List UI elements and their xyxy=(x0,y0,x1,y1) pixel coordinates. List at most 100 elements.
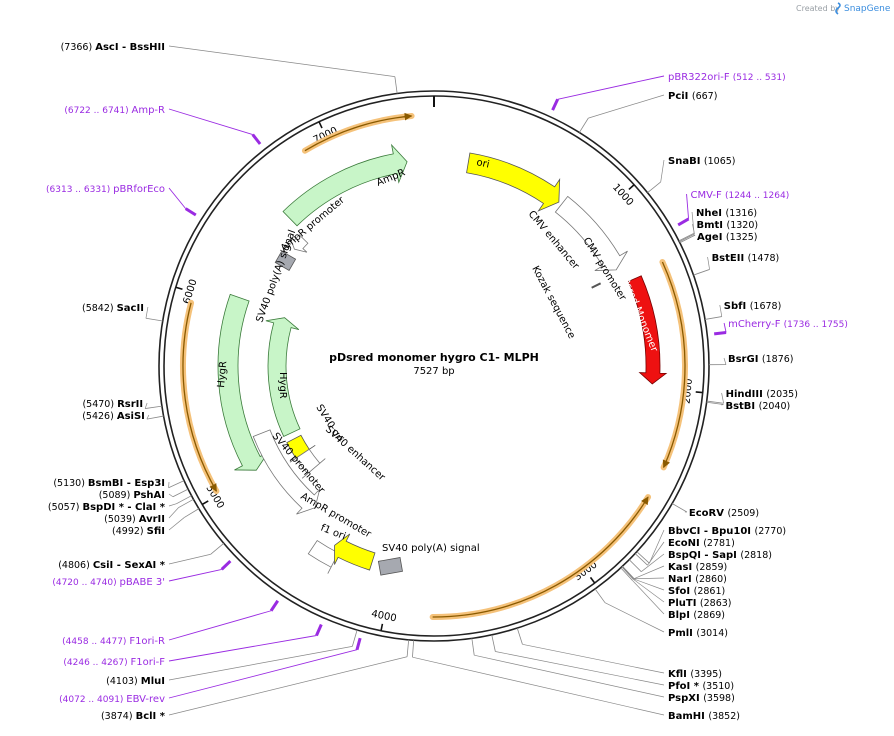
restriction-site[interactable]: PspXI (3598) xyxy=(471,638,735,704)
site-position: (1065) xyxy=(704,156,736,167)
primer-binding-site[interactable]: (4246 .. 4267) F1ori-F xyxy=(63,623,323,668)
sv40-promoter-feature[interactable] xyxy=(252,429,321,515)
restriction-site[interactable]: (5130) BsmBI - Esp3I xyxy=(53,478,185,489)
site-label: SbfI (1678) xyxy=(724,301,782,312)
restriction-site[interactable]: (3874) BclI * xyxy=(101,639,410,722)
sv40-ori-feature[interactable] xyxy=(286,434,316,463)
restriction-site[interactable]: BstEII (1478) xyxy=(693,253,780,276)
site-name: BamHI xyxy=(668,711,708,722)
primer-range: (512 .. 531) xyxy=(733,73,786,83)
restriction-site[interactable]: (5089) PshAI xyxy=(99,488,189,501)
restriction-site[interactable]: SnaBI (1065) xyxy=(647,156,736,194)
site-name: KasI xyxy=(668,562,696,573)
restriction-site[interactable]: BsrGI (1876) xyxy=(708,354,794,366)
site-name: KflI xyxy=(668,669,690,680)
kozak-feature[interactable] xyxy=(591,282,602,289)
site-name: PluTI xyxy=(668,598,700,609)
snapgene-credit: Created by SnapGene xyxy=(796,2,891,15)
site-position: (1478) xyxy=(748,253,780,264)
site-position: (2770) xyxy=(755,526,787,537)
restriction-site[interactable]: (4103) MluI xyxy=(106,629,358,687)
restriction-site[interactable]: BlpI (2869) xyxy=(620,567,725,621)
restriction-site[interactable]: BspQI - SapI (2818) xyxy=(628,550,772,572)
restriction-site[interactable]: SfoI (2861) xyxy=(621,566,725,597)
primer-binding-site[interactable]: mCherry-F (1736 .. 1755) xyxy=(713,319,848,336)
hygr-outer-feature[interactable] xyxy=(217,293,269,471)
site-position: (3598) xyxy=(703,693,735,704)
primer-binding-site[interactable]: (6313 .. 6331) pBRforEco xyxy=(46,184,197,217)
site-label: (5470) RsrII xyxy=(82,399,143,410)
sv40-polya-feature-bottom[interactable] xyxy=(377,557,403,576)
restriction-site[interactable]: (5426) AsiSI xyxy=(82,411,164,422)
restriction-site[interactable]: (7366) AscI - BssHII xyxy=(61,42,398,94)
restriction-site[interactable]: KflI (3395) xyxy=(516,627,722,680)
restriction-site[interactable]: PmlI (3014) xyxy=(594,588,728,639)
site-label: SfoI (2861) xyxy=(668,586,725,597)
ampr-feature[interactable] xyxy=(282,143,408,227)
f1-ori-feature[interactable] xyxy=(334,533,376,571)
restriction-site[interactable]: PfoI * (3510) xyxy=(491,634,734,692)
plasmid-title: pDsred monomer hygro C1- MLPH 7527 bp xyxy=(329,351,539,377)
site-label: PfoI * (3510) xyxy=(668,681,734,692)
restriction-site[interactable]: BbvCI - Bpu10I (2770) xyxy=(636,526,787,564)
restriction-site[interactable]: BmtI (1320) xyxy=(679,220,759,243)
site-position: (2040) xyxy=(759,401,791,412)
site-position: (1320) xyxy=(727,220,759,231)
restriction-site[interactable]: SbfI (1678) xyxy=(704,301,782,320)
site-position: (5842) xyxy=(82,303,117,314)
restriction-site[interactable]: (4992) SfiI xyxy=(112,508,200,537)
restriction-site[interactable]: BamHI (3852) xyxy=(412,640,740,722)
scale-tick xyxy=(628,184,635,191)
site-label: (4103) MluI xyxy=(106,676,165,687)
site-name: PmlI xyxy=(668,628,696,639)
site-name: PciI xyxy=(668,91,692,102)
primer-binding-site[interactable]: (6722 .. 6741) Amp-R xyxy=(64,105,262,145)
primer-label: pBR322ori-F (512 .. 531) xyxy=(668,72,786,83)
primer-binding-site[interactable]: (4458 .. 4477) F1ori-R xyxy=(62,599,280,647)
restriction-site[interactable]: (5039) AvrII xyxy=(104,498,194,525)
restriction-site[interactable]: (5842) SacII xyxy=(82,303,163,322)
restriction-site[interactable]: EcoRV (2509) xyxy=(671,503,759,520)
primer-binding-site[interactable]: (4720 .. 4740) pBABE 3' xyxy=(52,560,232,588)
site-position: (4806) xyxy=(58,560,93,571)
snapgene-logo-icon xyxy=(835,2,841,15)
primer-binding-site[interactable]: pBR322ori-F (512 .. 531) xyxy=(551,72,786,111)
primer-name: pBR322ori-F xyxy=(668,72,733,83)
primer-binding-site[interactable]: (4072 .. 4091) EBV-rev xyxy=(59,637,362,705)
plasmid-length: 7527 bp xyxy=(413,366,454,377)
restriction-site[interactable]: PciI (667) xyxy=(578,91,718,133)
site-name: SacII xyxy=(117,303,144,314)
primer-label: (4246 .. 4267) F1ori-F xyxy=(63,657,165,668)
ampr-promoter-feature-top[interactable] xyxy=(289,234,309,253)
restriction-site[interactable]: EcoNI (2781) xyxy=(634,538,735,566)
site-label: (7366) AscI - BssHII xyxy=(61,42,165,53)
sv40-polya-feature-top[interactable] xyxy=(274,250,297,271)
restriction-site[interactable]: (4806) CsiI - SexAI * xyxy=(58,542,225,571)
restriction-site[interactable]: (5057) BspDI * - ClaI * xyxy=(48,495,192,513)
hygr-inner-feature[interactable] xyxy=(265,317,301,438)
cmv-enhancer-feature[interactable] xyxy=(554,195,628,271)
restriction-site[interactable]: (5470) RsrII xyxy=(82,399,162,410)
restriction-site[interactable]: BstBI (2040) xyxy=(706,401,791,412)
sv40-enhancer-feature[interactable] xyxy=(295,448,326,479)
site-label: (4806) CsiI - SexAI * xyxy=(58,560,166,571)
primer-label: (4072 .. 4091) EBV-rev xyxy=(59,694,165,705)
restriction-site[interactable]: HindIII (2035) xyxy=(706,389,798,404)
dsred-feature[interactable] xyxy=(627,275,668,385)
primer-mark xyxy=(713,331,727,336)
ori-feature[interactable] xyxy=(466,152,561,212)
site-position: (5089) xyxy=(99,490,134,501)
scale-tick xyxy=(318,121,323,129)
site-label: AgeI (1325) xyxy=(697,232,757,243)
primer-name: Amp-R xyxy=(132,105,166,116)
primer-binding-site[interactable]: CMV-F (1244 .. 1264) xyxy=(677,190,789,227)
site-label: (5089) PshAI xyxy=(99,490,165,501)
site-label: (5057) BspDI * - ClaI * xyxy=(48,502,166,513)
site-label: SnaBI (1065) xyxy=(668,156,736,167)
kozak-label: Kozak sequence xyxy=(529,264,577,340)
site-name: NheI xyxy=(696,208,725,219)
restriction-site[interactable]: AgeI (1325) xyxy=(679,232,758,244)
restriction-site[interactable]: PluTI (2863) xyxy=(621,566,732,609)
primer-name: F1ori-F xyxy=(131,657,166,668)
site-position: (667) xyxy=(692,91,718,102)
